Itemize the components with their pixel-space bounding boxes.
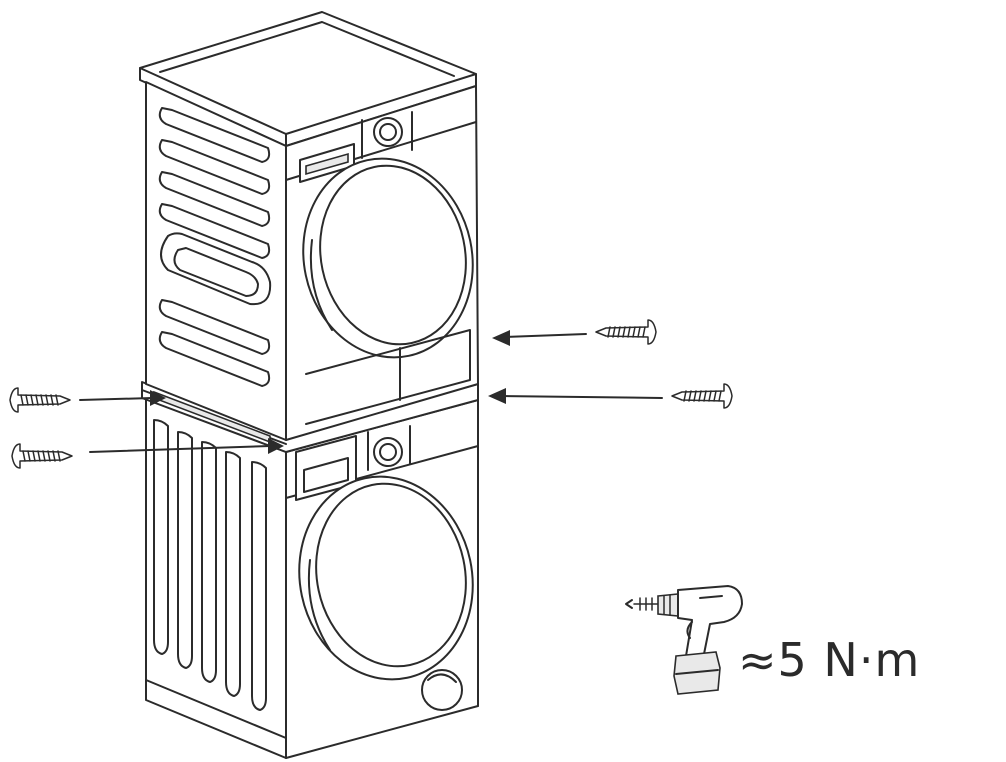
approx-symbol: ≈ [738,633,778,687]
lower-appliance [145,397,479,759]
screw-upper-right [595,319,657,345]
screw-upper-left [9,387,71,413]
cordless-drill-icon [625,585,743,695]
dryer-side-vents [158,107,272,387]
arrow-upper-right [492,330,587,346]
screw-lower-right [671,383,733,409]
arrow-upper-left [79,390,166,406]
arrow-lower-right [488,388,663,404]
torque-value: 5 N·m [777,633,921,687]
torque-label: ≈5 N·m [738,620,920,700]
upper-appliance [139,11,479,441]
washer-side-ribs [153,419,267,711]
arrow-lower-left [89,438,284,454]
screw-lower-left [11,443,73,469]
